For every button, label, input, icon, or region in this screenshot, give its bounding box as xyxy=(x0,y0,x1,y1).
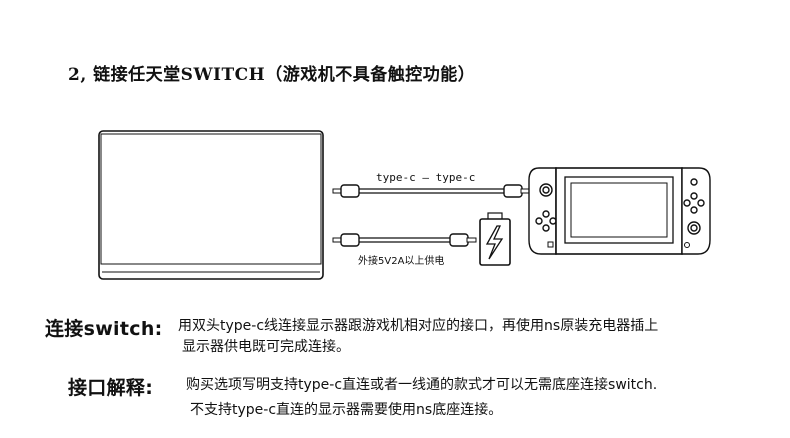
battery-charging-icon xyxy=(479,212,511,266)
connect-switch-text-line1: 用双头type-c线连接显示器跟游戏机相对应的接口，再使用ns原装充电器插上 xyxy=(178,318,659,334)
connect-switch-label: 连接switch: xyxy=(45,318,163,340)
power-label: 外接5V2A以上供电 xyxy=(358,254,444,267)
page-title: 2, 链接任天堂SWITCH（游戏机不具备触控功能） xyxy=(68,65,476,85)
interface-explain-text-line2: 不支持type-c直连的显示器需要使用ns底座连接。 xyxy=(190,402,503,418)
usb-type-c-cable-icon xyxy=(332,184,531,198)
cable-label: type-c – type-c xyxy=(376,171,475,184)
interface-explain-text-line1: 购买选项写明支持type-c直连或者一线通的款式才可以无需底座连接switch. xyxy=(186,377,658,393)
interface-explain-label: 接口解释: xyxy=(68,377,154,399)
portable-monitor-icon xyxy=(98,130,324,280)
power-cable-icon xyxy=(332,233,477,247)
connect-switch-text-line2: 显示器供电既可完成连接。 xyxy=(182,339,350,355)
connection-diagram: type-c – type-c 外接5V2A以上供电 xyxy=(98,130,711,280)
nintendo-switch-icon xyxy=(528,167,711,255)
